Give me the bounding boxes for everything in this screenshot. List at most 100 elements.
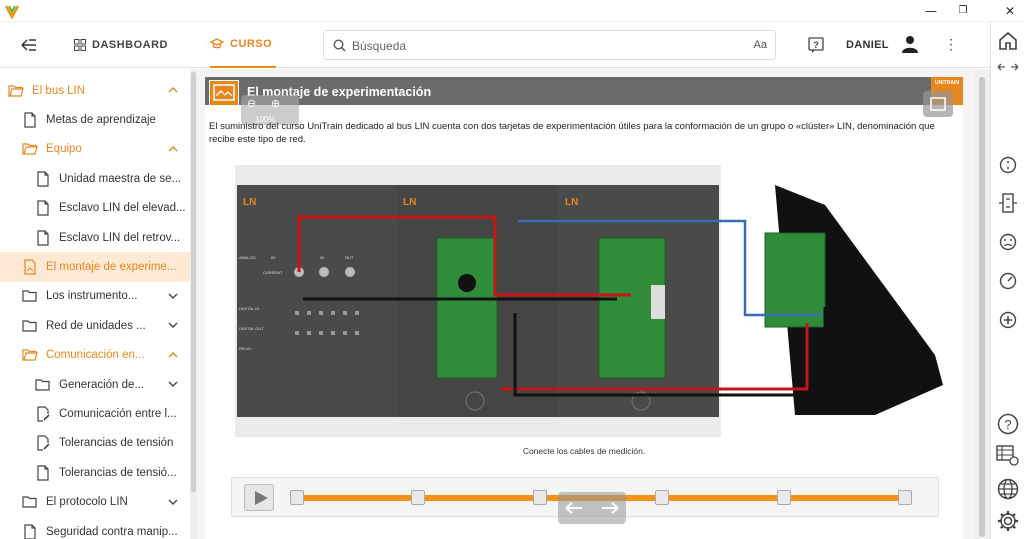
panel-label: IN (320, 255, 324, 260)
sidebar-item-label: Metas de aprendizaje (46, 114, 156, 127)
step-marker[interactable] (290, 490, 304, 505)
step-marker[interactable] (411, 490, 425, 505)
folder-icon (35, 379, 50, 391)
sidebar-item-label: El montaje de experime... (46, 261, 177, 274)
chevron-down-icon[interactable] (168, 498, 178, 506)
chevron-down-icon[interactable] (168, 292, 178, 300)
sidebar-item-label: Tolerancias de tensión (59, 437, 174, 450)
panel-label: RELAY (239, 346, 252, 351)
sidebar-item[interactable]: Metas de aprendizaje (0, 105, 190, 134)
step-marker[interactable] (777, 490, 791, 505)
help-icon[interactable]: ? (995, 411, 1021, 437)
measurement-device-icon[interactable] (995, 190, 1021, 216)
settings-table-icon[interactable] (995, 443, 1021, 469)
sidebar-item[interactable]: Unidad maestra de se... (0, 164, 190, 193)
folder-icon (22, 320, 37, 332)
tab-dashboard-label: DASHBOARD (92, 39, 168, 51)
globe-icon[interactable] (995, 476, 1021, 502)
step-navigation[interactable] (558, 492, 626, 524)
lesson-header: El montaje de experimentación UNITRAIN (205, 77, 963, 106)
sidebar-item[interactable]: Tolerancias de tensió... (0, 458, 190, 487)
sidebar-item[interactable]: Los instrumento... (0, 282, 190, 311)
sidebar-item[interactable]: Red de unidades ... (0, 311, 190, 340)
chevron-down-icon[interactable] (168, 321, 178, 329)
search-box[interactable]: Aa (323, 30, 776, 60)
more-options-icon[interactable]: ⋮ (944, 36, 958, 52)
search-input[interactable] (352, 37, 732, 55)
gauge-icon[interactable] (995, 268, 1021, 294)
sidebar-item-label: Seguridad contra manip... (46, 525, 178, 538)
chevron-down-icon[interactable] (168, 380, 178, 388)
sidebar-item[interactable]: Esclavo LIN del elevad... (0, 194, 190, 223)
collapse-sidebar-icon[interactable] (20, 37, 38, 53)
panel-label: DIGITAL OUT (239, 326, 264, 331)
sidebar-item[interactable]: Equipo (0, 135, 190, 164)
chevron-up-icon[interactable] (168, 145, 178, 153)
sidebar-scrollbar[interactable] (190, 69, 197, 539)
maximize-button[interactable]: ❐ (958, 5, 968, 16)
sidebar-item-label: Esclavo LIN del retrov... (59, 231, 181, 244)
feedback-face-icon[interactable] (995, 229, 1021, 255)
zoom-out-icon[interactable]: ⊖ (247, 98, 257, 110)
zoom-in-icon[interactable]: ⊕ (271, 98, 281, 110)
tab-curso[interactable]: CURSO (210, 22, 277, 68)
sidebar-item[interactable]: Generación de... (0, 370, 190, 399)
sidebar-item[interactable]: Comunicación entre l... (0, 399, 190, 428)
play-button[interactable] (244, 484, 274, 511)
sidebar-item[interactable]: Tolerancias de tensión (0, 429, 190, 458)
svg-text:LN: LN (565, 197, 578, 208)
tab-curso-label: CURSO (230, 38, 273, 50)
right-toolbar: ? (990, 22, 1024, 539)
sidebar-item[interactable]: Comunicación en... (0, 341, 190, 370)
match-case-toggle[interactable]: Aa (753, 39, 767, 51)
step-marker[interactable] (533, 490, 547, 505)
svg-text:LN: LN (403, 197, 416, 208)
step-marker[interactable] (898, 490, 912, 505)
dice-icon[interactable] (995, 152, 1021, 178)
lesson-image-icon (209, 80, 239, 106)
zoom-level: 100% (255, 115, 276, 124)
zoom-controls[interactable]: ⊖ ⊕ 100% (241, 95, 299, 125)
folder-icon (22, 290, 37, 303)
user-avatar-icon[interactable] (901, 35, 919, 53)
sidebar-item[interactable]: El montaje de experime... (0, 252, 190, 282)
page-icon (37, 465, 49, 481)
add-icon[interactable] (995, 307, 1021, 333)
folder-open-icon (22, 143, 38, 156)
user-name[interactable]: DANIEL (846, 39, 889, 51)
svg-text:?: ? (1004, 417, 1011, 432)
previous-step-icon (565, 502, 582, 514)
step-marker[interactable] (655, 490, 669, 505)
panel-label: DIGITAL IN (239, 306, 259, 311)
figure-caption: Conecte los cables de medición. (522, 446, 646, 456)
back-forward-icon[interactable] (995, 54, 1021, 80)
window-titlebar: — ❐ ✕ (0, 0, 1024, 22)
mirror-slave-pcb (764, 232, 826, 328)
chevron-up-icon[interactable] (168, 86, 178, 94)
panel-label: ANALOG (239, 255, 256, 260)
interface-panel (237, 185, 397, 417)
page-icon (37, 171, 49, 187)
close-window-button[interactable]: ✕ (1004, 4, 1016, 18)
sidebar-item-label: Esclavo LIN del elevad... (59, 202, 186, 215)
sidebar-item-label: Red de unidades ... (46, 319, 146, 332)
sidebar-item[interactable]: El protocolo LIN (0, 488, 190, 517)
sidebar-item-label: Tolerancias de tensió... (59, 466, 177, 479)
search-icon (333, 39, 346, 52)
sidebar-item[interactable]: Esclavo LIN del retrov... (0, 223, 190, 252)
sidebar-item[interactable]: Seguridad contra manip... (0, 517, 190, 539)
next-step-icon (602, 502, 619, 514)
page-icon (24, 524, 36, 539)
content-scrollbar[interactable] (974, 69, 990, 539)
tab-dashboard[interactable]: DASHBOARD (74, 22, 168, 68)
page-icon (37, 230, 49, 246)
home-icon[interactable] (995, 28, 1021, 54)
help-chat-icon[interactable]: ? (808, 37, 824, 53)
sidebar-item[interactable]: El bus LIN (0, 76, 190, 105)
fullscreen-button[interactable] (923, 91, 953, 117)
lesson-content: El montaje de experimentación UNITRAIN ⊖… (197, 69, 974, 539)
gear-icon[interactable] (995, 508, 1021, 534)
chevron-up-icon[interactable] (168, 351, 178, 359)
minimize-button[interactable]: — (925, 4, 937, 18)
sidebar-item-label: Equipo (46, 143, 82, 156)
